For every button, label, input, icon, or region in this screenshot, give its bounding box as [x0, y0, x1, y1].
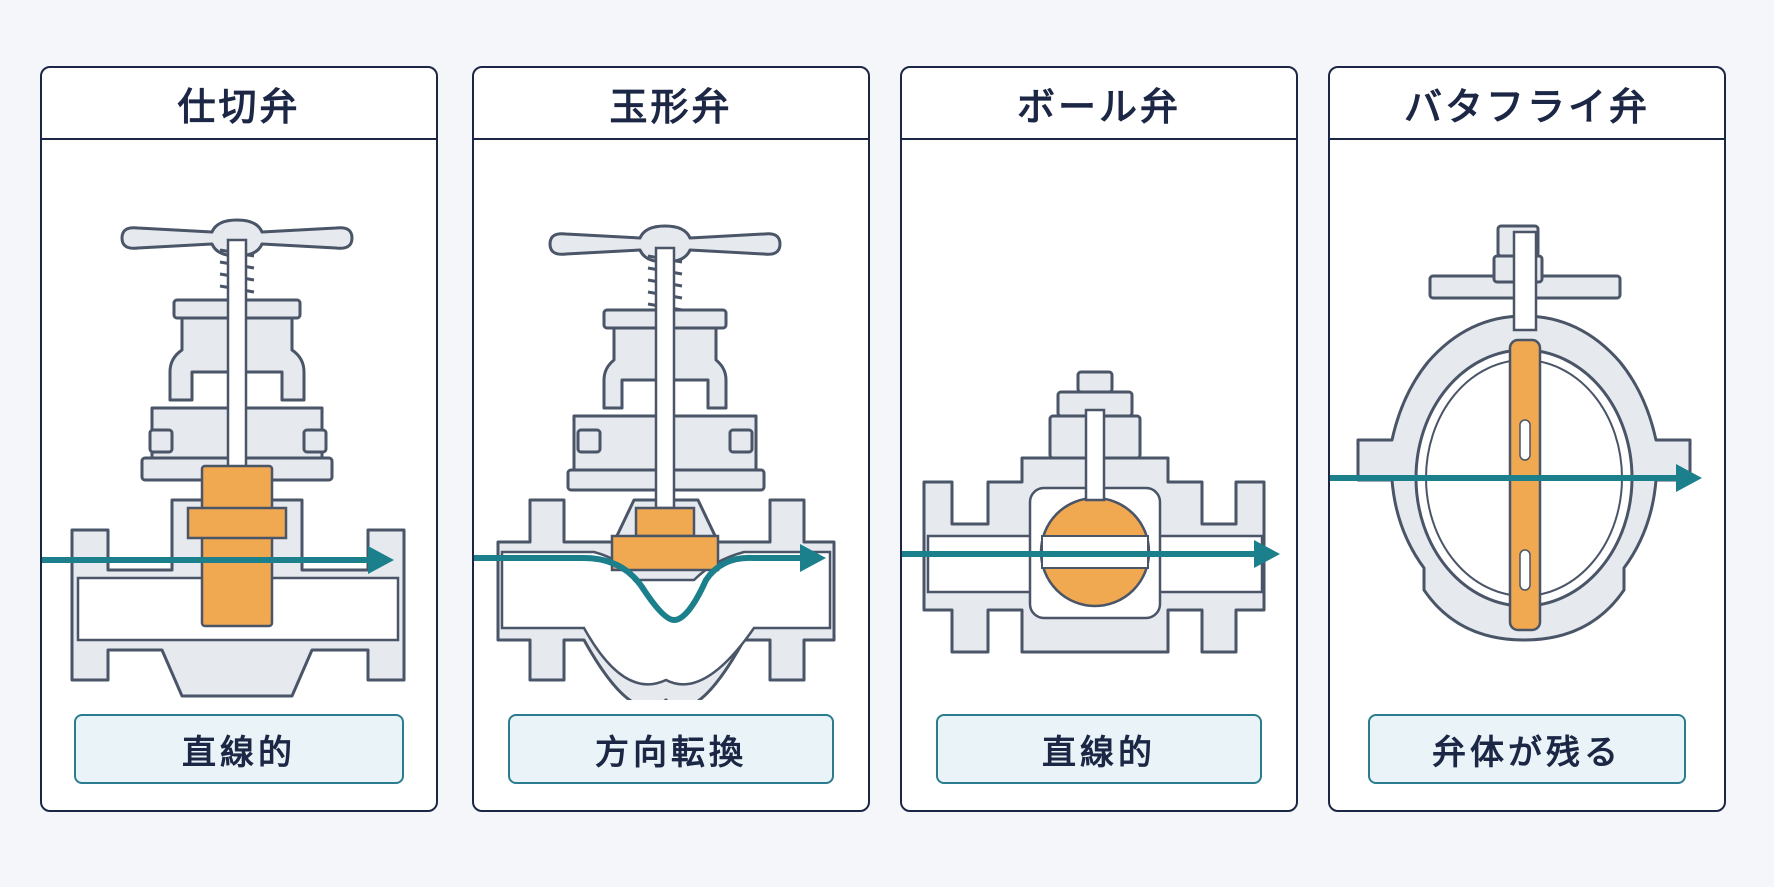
- panel-ball-valve: ボール弁 直線的: [900, 66, 1298, 812]
- panel-caption: 方向転換: [508, 714, 834, 784]
- panel-title: バタフライ弁: [1330, 68, 1724, 140]
- panel-caption: 直線的: [936, 714, 1262, 784]
- panel-gate-valve: 仕切弁 直線的: [40, 66, 438, 812]
- ball-valve-diagram: [902, 370, 1280, 654]
- panel-title: 玉形弁: [474, 68, 868, 140]
- panel-globe-valve: 玉形弁 方向転換: [472, 66, 870, 812]
- panel-caption: 直線的: [74, 714, 404, 784]
- panel-butterfly-valve: バタフライ弁 弁体が残る: [1328, 66, 1726, 812]
- panel-caption: 弁体が残る: [1368, 714, 1686, 784]
- panel-title: 仕切弁: [42, 68, 436, 140]
- panel-title: ボール弁: [902, 68, 1296, 140]
- gate-valve-diagram: [42, 218, 406, 698]
- globe-valve-diagram: [474, 224, 836, 700]
- butterfly-valve-diagram: [1330, 224, 1702, 642]
